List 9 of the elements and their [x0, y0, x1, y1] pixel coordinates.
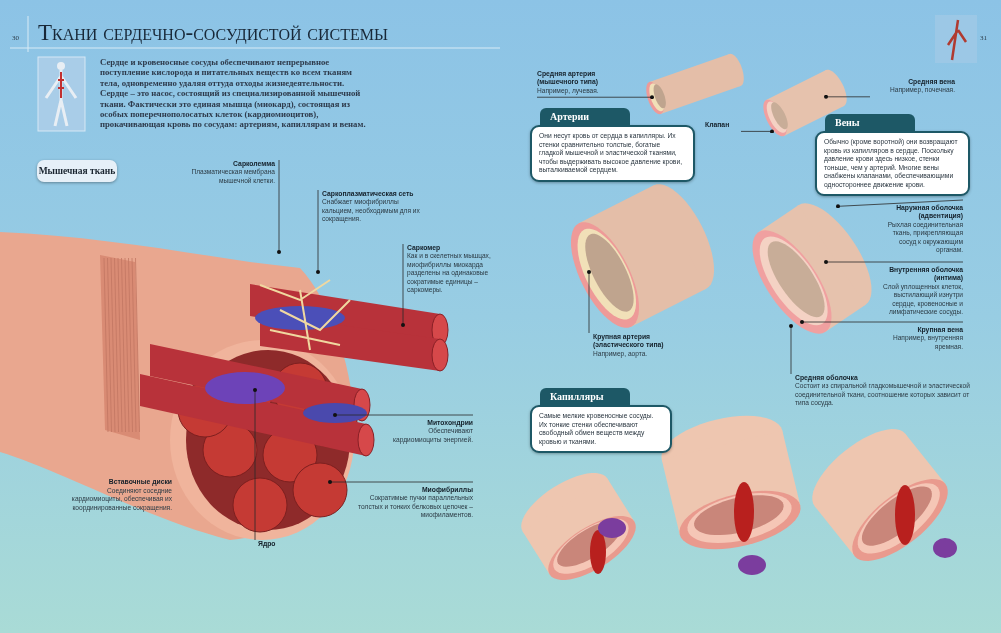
section-tab: Артерии: [540, 108, 630, 125]
large-artery-drawing: [571, 184, 715, 328]
large-vein-drawing: [752, 203, 872, 334]
page-title: Ткани сердечно-сосудистой системы: [38, 20, 388, 46]
section-label: Мышечная ткань: [37, 160, 117, 182]
section-tab: Капилляры: [540, 388, 630, 405]
medium-artery-drawing: [646, 53, 744, 115]
intro-paragraph: Сердце и кровеносные сосуды обеспечивают непрерывное поступление кислорода и питательных веществ ко всем тканям тела, одновременно удаляя оттуда отходы жизнедеятельности. Сердце – это насос, состоящий из специализированной мышечной ткани. Фактически это единая мышца (миокард), состоящая из особых поперечнополосатых клеток (кардиомиоцитов), прокачивающая кровь по сосудам: артериям, капиллярам и венам.: [100, 57, 367, 130]
section-tab: Вены: [825, 114, 915, 131]
